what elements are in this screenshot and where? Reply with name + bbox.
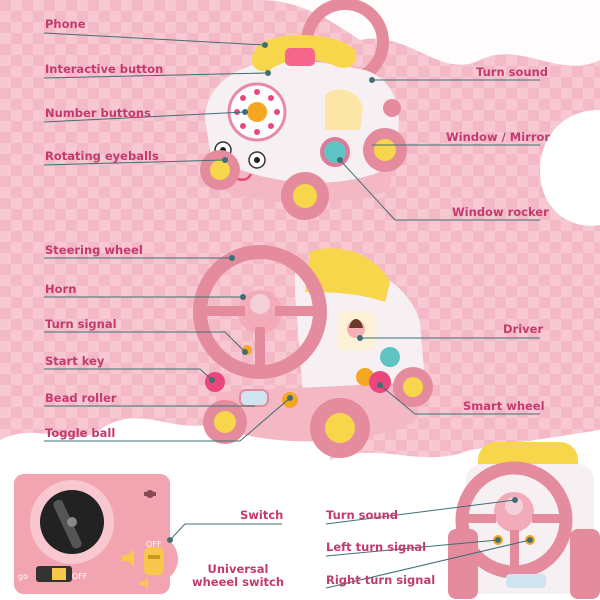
label-turn-sound-top: Turn sound: [476, 65, 548, 79]
label-toggle-ball: Toggle ball: [45, 426, 116, 440]
label-turn-signal: Turn signal: [45, 317, 117, 331]
label-horn: Horn: [45, 282, 77, 296]
label-window-mirror: Window / Mirror: [446, 130, 551, 144]
label-universal-wheel-switch: Universal wheeel switch: [191, 562, 285, 589]
label-left-turn-signal: Left turn signal: [326, 540, 427, 554]
front-view-inset: [448, 434, 600, 600]
label-smart-wheel: Smart wheel: [463, 399, 545, 413]
label-interactive-button: Interactive button: [45, 62, 164, 76]
front-view-drawing: [448, 442, 600, 599]
label-switch: Switch: [240, 508, 284, 522]
off-text-small: OFF: [72, 572, 88, 581]
label-driver: Driver: [503, 322, 544, 336]
label-bead-roller: Bead roller: [45, 391, 117, 405]
label-steering-wheel: Steering wheel: [45, 243, 143, 257]
off-text: OFF: [146, 540, 162, 549]
steering-car-toy: [193, 245, 433, 458]
go-text: go: [18, 572, 28, 581]
label-phone: Phone: [45, 17, 86, 31]
label-window-rocker: Window rocker: [452, 205, 549, 219]
label-start-key: Start key: [45, 354, 105, 368]
sound-switch-drawing: [122, 535, 178, 589]
phone-car-toy: [200, 0, 407, 220]
label-rotating-eyeballs: Rotating eyeballs: [45, 149, 159, 163]
label-turn-sound-bottom: Turn sound: [326, 508, 398, 522]
label-number-buttons: Number buttons: [45, 106, 151, 120]
label-right-turn-signal: Right turn signal: [326, 573, 436, 587]
